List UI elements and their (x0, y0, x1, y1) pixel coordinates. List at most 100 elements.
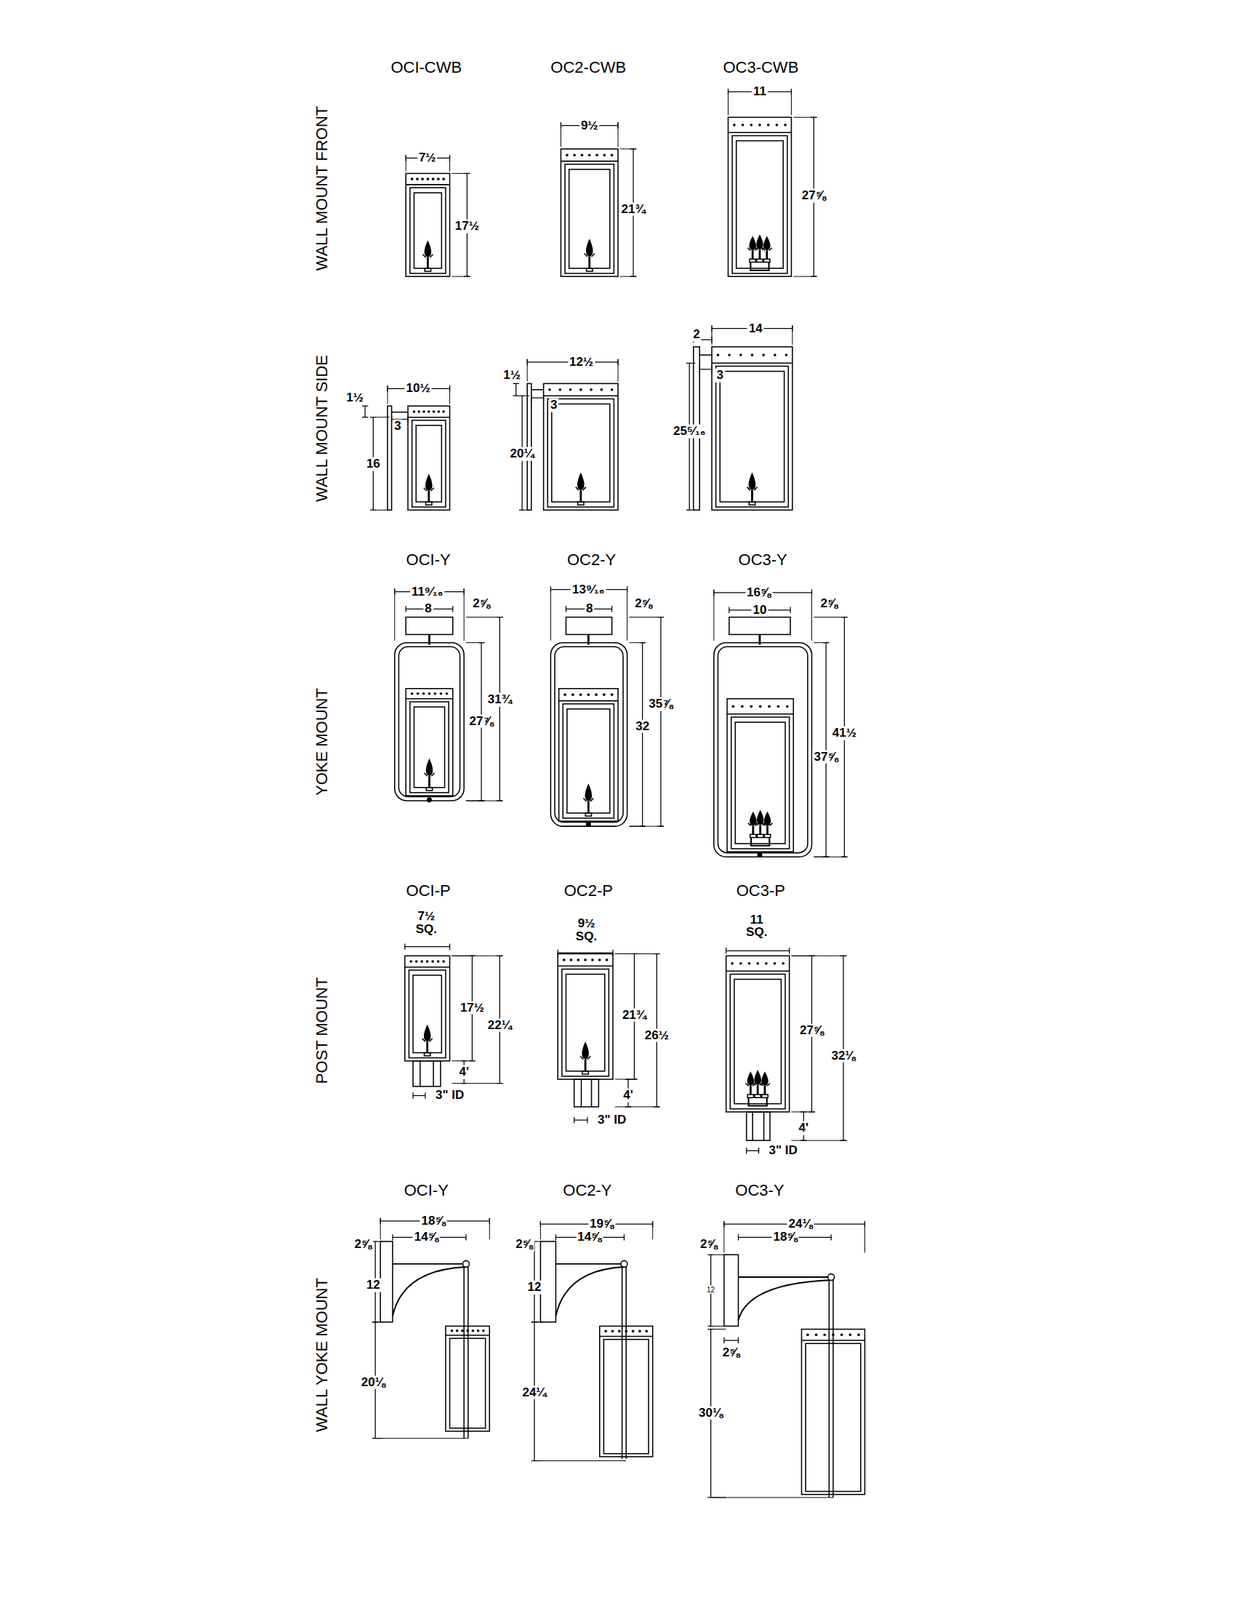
rivet-dot (806, 1333, 810, 1337)
burner-stem (588, 256, 591, 269)
flame-leaf (422, 254, 426, 258)
dimension-label: 32 (633, 719, 651, 733)
flame-leaf (422, 1038, 426, 1042)
ceiling-plate (405, 617, 453, 635)
pivot-knuckle (463, 1259, 470, 1267)
rivet-dot (767, 123, 770, 127)
dimension-line (499, 617, 501, 801)
extension-line (628, 825, 645, 827)
rivet-dot (583, 958, 587, 962)
rivet-dot (426, 959, 429, 963)
extension-line (451, 1082, 503, 1084)
rivet-dot (740, 705, 744, 709)
bracket-arm (555, 1262, 624, 1265)
row-label: WALL MOUNT FRONT (313, 104, 331, 273)
flame-leaf (761, 247, 765, 251)
extension-line (813, 616, 848, 618)
dimension-label: 3" ID (767, 1143, 800, 1158)
dimension-tick (372, 1321, 379, 1322)
rivet-dot (466, 1329, 469, 1332)
flame-symbol (577, 471, 584, 491)
extension-line (626, 586, 628, 641)
yoke-stem (759, 633, 762, 645)
rivet-dot (602, 153, 606, 157)
rivet-dot (758, 123, 762, 127)
glass-panel (412, 974, 442, 1053)
lantern-frame (599, 1325, 653, 1457)
cap-line (404, 966, 451, 968)
flame-leaf (755, 822, 759, 826)
yoke-stem (587, 633, 590, 645)
post-line (419, 1060, 421, 1087)
extension-line (793, 117, 817, 118)
dimension-tick (370, 416, 376, 418)
burner-base (749, 258, 756, 262)
dimension-tick (800, 1140, 807, 1141)
yoke-pole (828, 1274, 831, 1498)
post-line (751, 1111, 754, 1141)
burner-stem (584, 1059, 587, 1071)
dimension-tick (405, 605, 407, 612)
dimension-line (404, 945, 451, 947)
dimension-label: 22¼ (486, 1017, 514, 1032)
dimension-tick (372, 1321, 379, 1322)
flame-leaf (431, 487, 435, 491)
mount-arm (391, 411, 408, 413)
rivet-dot (420, 177, 424, 181)
burner-base (585, 812, 592, 816)
extension-line (791, 955, 847, 957)
flame-leaf (429, 1038, 433, 1042)
rivet-dot (571, 692, 575, 696)
dimension-tick (707, 1328, 714, 1330)
rivet-dot (775, 123, 779, 127)
rivet-dot (840, 1333, 844, 1337)
rivet-dot (548, 388, 552, 392)
dimension-tick (723, 1337, 725, 1343)
dimension-tick (555, 1233, 557, 1240)
dimension-line (660, 617, 661, 827)
extension-line (813, 856, 829, 858)
dimension-line (724, 1339, 739, 1340)
extension-line (620, 276, 637, 278)
rivet-dot (580, 153, 584, 157)
dimension-label: 11⁹⁄₁₆ (410, 584, 445, 599)
rivet-dot (604, 1329, 608, 1333)
flame-symbol (586, 238, 593, 257)
rivet-dot (410, 692, 414, 696)
dimension-label: 12 (364, 1278, 382, 1292)
glass-panel (413, 192, 442, 269)
rivet-dot (732, 123, 736, 127)
rivet-dot (644, 1329, 648, 1333)
rivet-dot (471, 1329, 475, 1332)
lantern-frame (801, 1329, 865, 1495)
glass-frame (562, 703, 614, 818)
extension-line (451, 173, 470, 174)
dimension-label: 14⅝ (412, 1230, 440, 1244)
flame-symbol (748, 236, 756, 251)
burner-stem (749, 1085, 752, 1095)
rivet-dot (437, 410, 441, 413)
rivet-dot (748, 961, 752, 965)
burner-base (764, 833, 770, 837)
dimension-label: 27⅝ (800, 189, 828, 203)
dimension-label: 12 (705, 1284, 717, 1293)
dimension-tick (625, 1078, 632, 1079)
dimension-line (574, 1118, 588, 1120)
cap-line (405, 183, 450, 186)
glass-frame (603, 1339, 649, 1454)
dimension-label: 32⅛ (829, 1048, 857, 1063)
post-fitter (746, 1111, 770, 1141)
wall-plate (387, 405, 392, 510)
rivet-dot (589, 388, 593, 392)
dimension-label: 16⅝ (745, 586, 773, 600)
dimension-label: 9½ SQ. (570, 916, 603, 943)
rivet-dot (436, 959, 440, 963)
dimension-tick (460, 1060, 467, 1061)
dimension-label: 3 (392, 419, 403, 434)
dimension-tick (573, 1116, 575, 1123)
flame-leaf (423, 772, 427, 776)
rivet-dot (595, 153, 599, 157)
dimension-label: 2⅝ (721, 1345, 742, 1360)
dimension-label: 27⅞ (467, 713, 495, 728)
model-label: OCI-Y (404, 551, 453, 569)
